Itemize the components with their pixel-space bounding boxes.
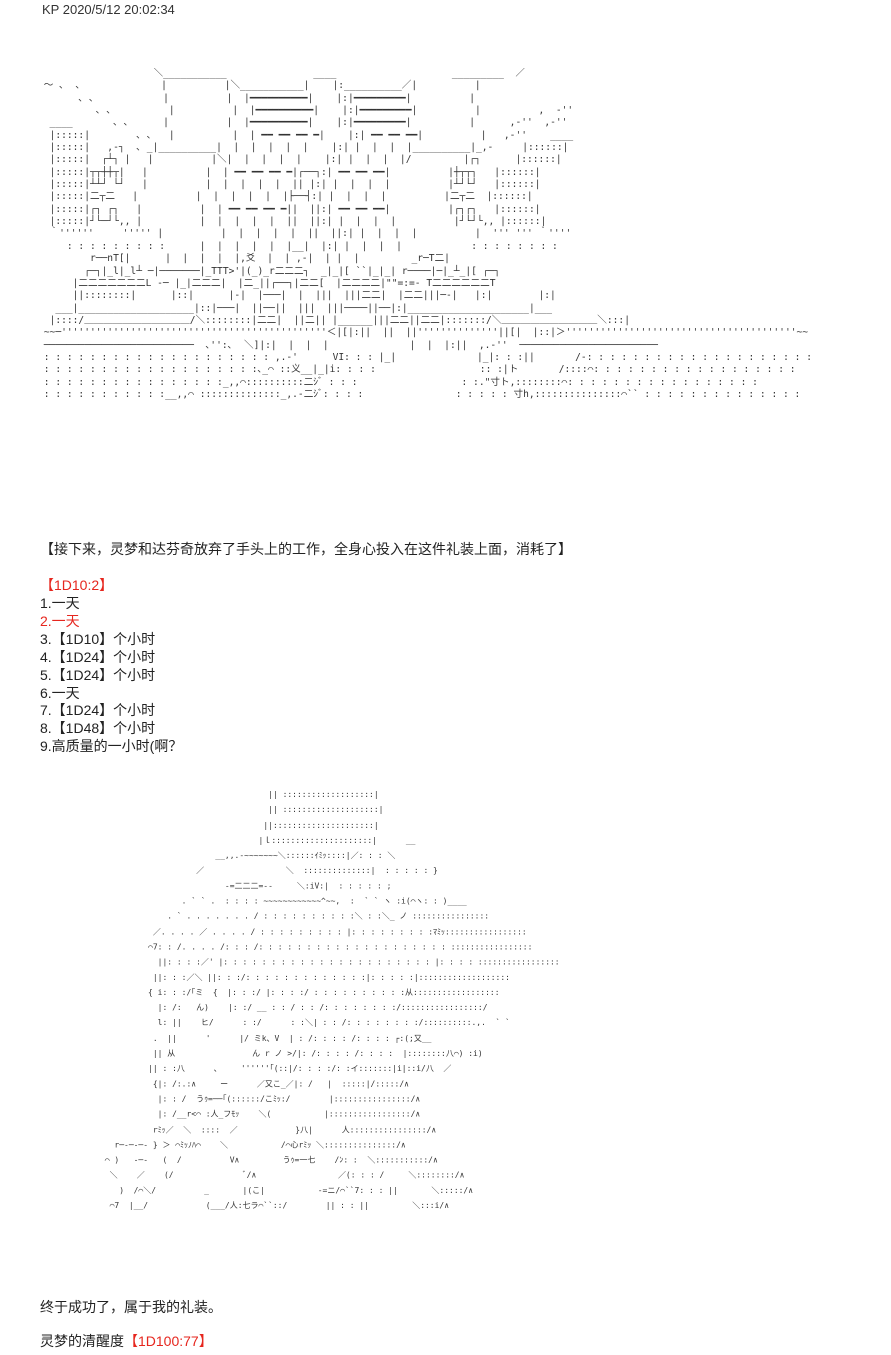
narration-text: 【接下来，灵梦和达芬奇放弃了手头上的工作，全身心投入在这件礼装上面，消耗了】 — [40, 541, 572, 557]
author-name: KP — [42, 2, 60, 17]
option-item: 1.一天 — [40, 595, 80, 611]
option-item: 5.【1D24】个小时 — [40, 666, 156, 683]
sanity-roll: 【1D100:77】 — [124, 1333, 213, 1349]
sanity-line: 灵梦的清醒度【1D100:77】 — [40, 1331, 213, 1351]
success-text: 终于成功了，属于我的礼装。 — [40, 1299, 222, 1315]
option-item: 8.【1D48】个小时 — [40, 720, 156, 737]
option-item: 3.【1D10】个小时 — [40, 630, 156, 647]
option-item: 2.一天 — [40, 612, 80, 629]
building-ascii-art: ＼___________ ____ _________ ／ ～ ､ ､ | |＼… — [38, 68, 828, 528]
post-timestamp: 2020/5/12 20:02:34 — [62, 2, 175, 17]
option-item: 4.【1D24】个小时 — [40, 648, 156, 665]
dice-roll-result: 【1D10:2】 — [40, 577, 114, 593]
character-art-text: || :::::::::::::::::::| || :::::::::::::… — [104, 790, 560, 1211]
option-item: 7.【1D24】个小时 — [40, 702, 156, 719]
post-header: KP 2020/5/12 20:02:34 — [42, 2, 175, 17]
option-item: 9.高质量的一小时(啊？ — [40, 738, 183, 755]
sanity-label: 灵梦的清醒度 — [40, 1333, 124, 1349]
character-ascii-art: || :::::::::::::::::::| || :::::::::::::… — [100, 788, 560, 1278]
option-item: 6.一天 — [40, 684, 80, 701]
building-art-text: ＼___________ ____ _________ ／ ～ ､ ､ | |＼… — [43, 68, 812, 400]
